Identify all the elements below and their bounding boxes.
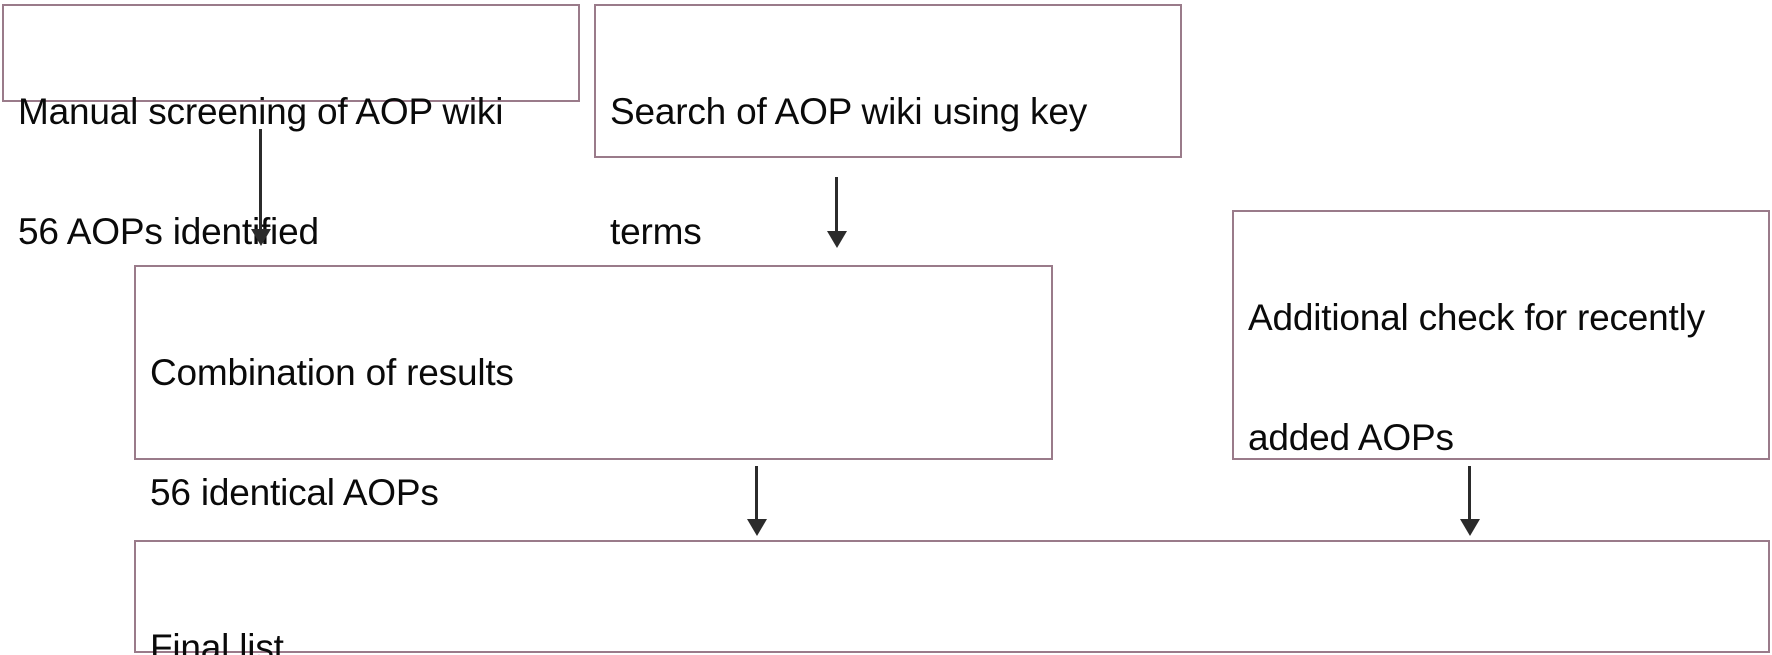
node-manual-screening-line-2: 56 AOPs identified xyxy=(18,210,319,252)
node-combination-of-results: Combination of results 56 identical AOPs… xyxy=(134,265,1053,632)
node-keyword-search-line-1: Search of AOP wiki using key xyxy=(610,90,1088,132)
arrow-additional-check-to-final-list xyxy=(1468,466,1471,521)
node-keyword-search: Search of AOP wiki using key terms 57 AO… xyxy=(594,4,1182,371)
node-combination-line-1: Combination of results xyxy=(150,351,514,393)
node-manual-screening: Manual screening of AOP wiki 56 AOPs ide… xyxy=(2,4,580,251)
node-additional-check-line-2: added AOPs xyxy=(1248,416,1454,458)
node-additional-check: Additional check for recently added AOPs… xyxy=(1232,210,1770,577)
node-final-list: Final list 58 AOPs xyxy=(134,540,1770,655)
arrow-combination-to-final-list xyxy=(755,466,758,521)
arrow-keyword-search-to-combination xyxy=(835,177,838,233)
node-manual-screening-line-1: Manual screening of AOP wiki xyxy=(18,90,504,132)
node-additional-check-line-1: Additional check for recently xyxy=(1248,296,1705,338)
node-combination-line-2: 56 identical AOPs xyxy=(150,471,439,513)
node-keyword-search-line-2: terms xyxy=(610,210,702,252)
node-final-list-line-1: Final list xyxy=(150,626,284,655)
arrow-manual-screening-to-combination xyxy=(259,129,262,231)
